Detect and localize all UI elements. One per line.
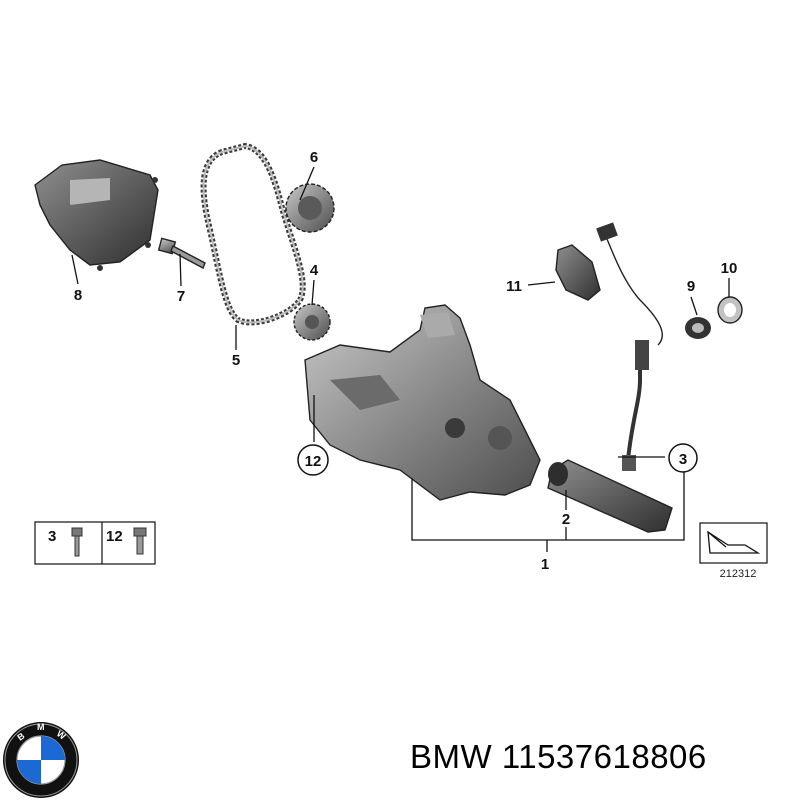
leader-lines (71, 166, 730, 552)
callout-7: 7 (177, 288, 185, 305)
part-1-oil-pump (304, 304, 541, 501)
part-9-seal (685, 317, 711, 339)
callout-3-circle (668, 443, 698, 473)
callout-8: 8 (74, 287, 82, 304)
part-5-chain (200, 142, 306, 326)
orientation-box: 212312 (699, 522, 768, 580)
callout-3: 3 (679, 451, 687, 468)
part-11-bracket (555, 244, 601, 301)
screw-icon (71, 527, 83, 557)
callout-labels: 1 2 3 4 5 6 7 8 9 10 11 12 (74, 149, 738, 573)
reference-code: 212312 (720, 568, 757, 580)
callout-10: 10 (721, 260, 738, 277)
callout-2: 2 (562, 511, 570, 528)
brand-part-number: BMW 11537618806 (410, 738, 707, 775)
legend-box: 3 12 (34, 521, 156, 565)
legend-item-12: 12 (106, 528, 123, 545)
screw-icon (133, 527, 147, 555)
part-4-sprocket (293, 303, 331, 341)
callout-1: 1 (541, 556, 549, 573)
callout-9: 9 (687, 278, 695, 295)
callout-12-circle (297, 444, 329, 476)
callout-4: 4 (310, 262, 319, 279)
callout-6: 6 (310, 149, 318, 166)
part-7-bolt (157, 237, 206, 269)
part-3-sensor-cable (596, 222, 663, 471)
part-8-cover (34, 159, 159, 271)
callout-11: 11 (506, 278, 522, 295)
part-10-gasket (717, 296, 743, 324)
part-2-valve (547, 459, 673, 533)
bmw-logo: B M W (3, 722, 79, 798)
part-6-sprocket (285, 183, 335, 233)
svg-text:B: B (15, 730, 26, 742)
legend-item-3: 3 (48, 528, 56, 545)
callout-12: 12 (305, 453, 322, 470)
callout-5: 5 (232, 352, 240, 369)
direction-arrow-icon (707, 530, 761, 554)
svg-text:M: M (37, 722, 45, 732)
